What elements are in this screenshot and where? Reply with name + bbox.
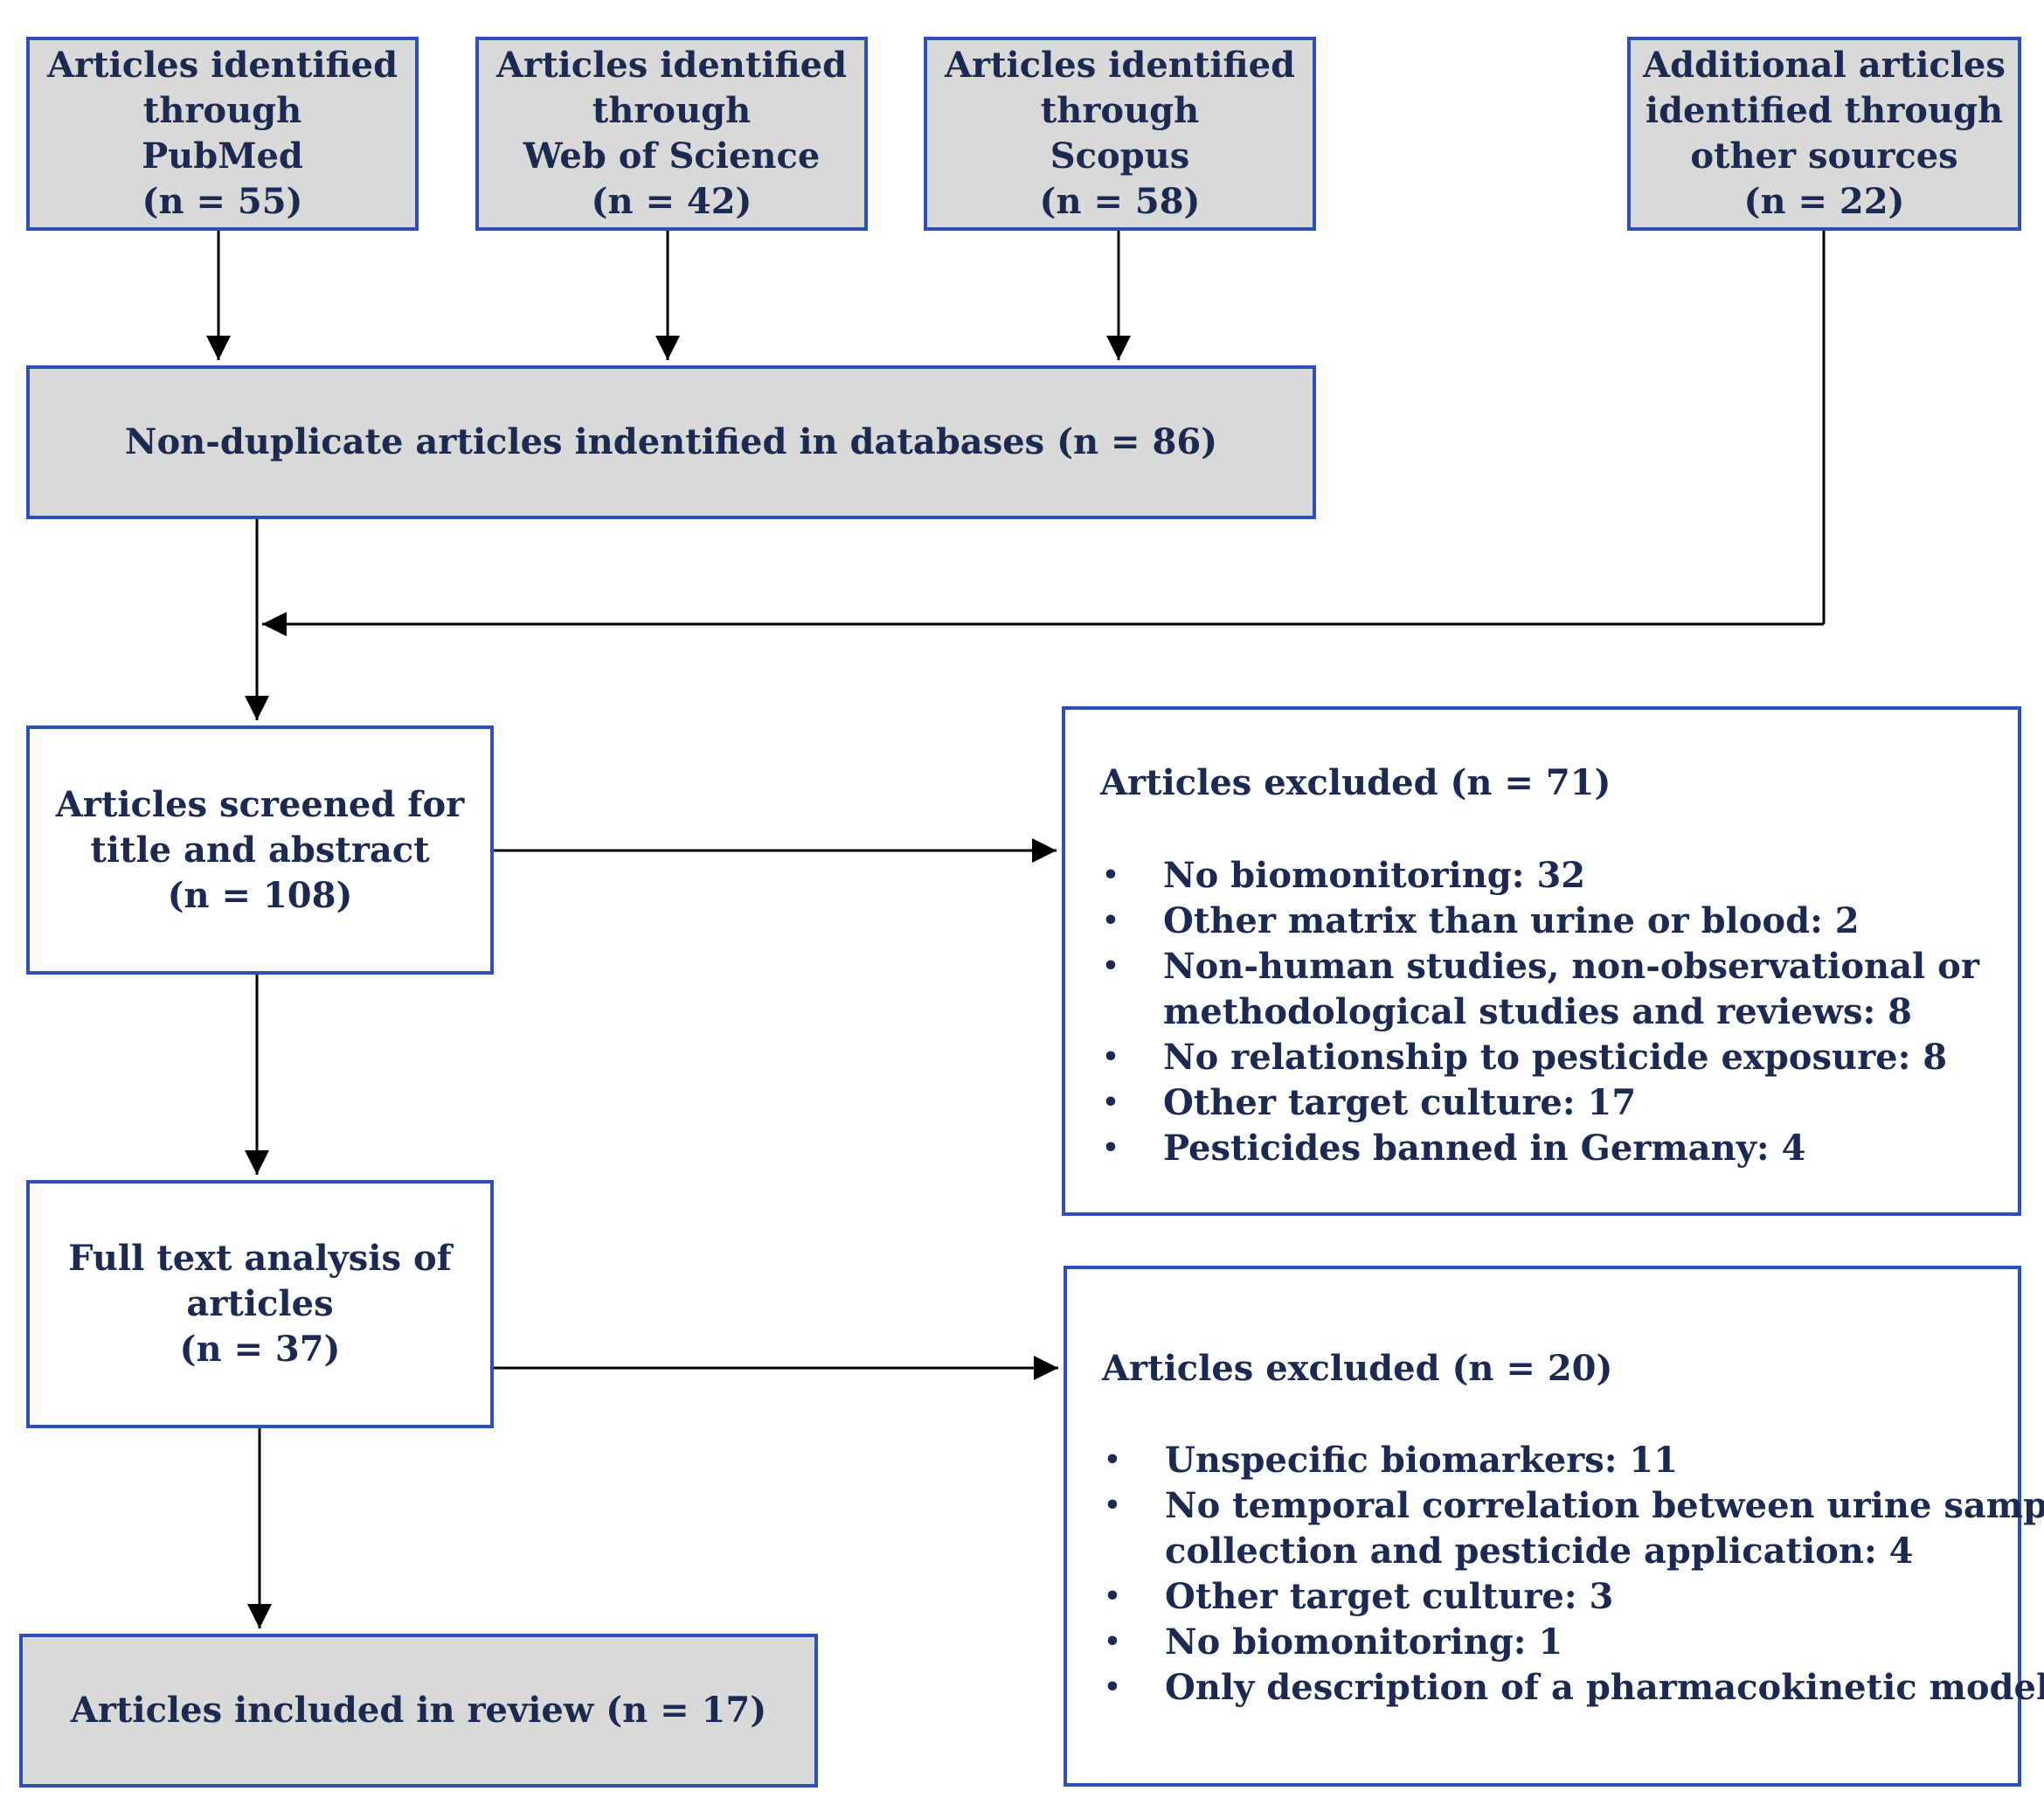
excluded-box-screening: Articles excluded (n = 71) • No biomonito… xyxy=(1062,706,2021,1216)
excluded-box-full-text: Articles excluded (n = 20) • Unspecific b… xyxy=(1064,1266,2044,1787)
bullet-icon: • xyxy=(1104,1672,1121,1703)
box-line: PubMed xyxy=(142,135,303,177)
box-line: through xyxy=(142,90,302,131)
scopus-source-box: Articles identified through Scopus (n = … xyxy=(924,37,1316,231)
list-item-text: Other target culture: 17 xyxy=(1163,1082,1637,1123)
list-item: • No biomonitoring: 1 xyxy=(1104,1620,2044,1665)
bullet-icon: • xyxy=(1104,1490,1121,1521)
box-line: (n = 58) xyxy=(1039,181,1201,222)
list-item-text: No biomonitoring: 32 xyxy=(1163,855,1586,896)
list-item-text: Other matrix than urine or blood: 2 xyxy=(1163,900,1860,941)
box-line: Articles screened for xyxy=(55,783,465,825)
box-line: (n = 55) xyxy=(142,181,303,222)
list-item-text-continuation: collection and pesticide application: 4 xyxy=(1165,1531,1914,1572)
list-item-text: Non-human studies, non-observational or xyxy=(1163,946,1979,987)
screened-box: Articles screened for title and abstract… xyxy=(26,725,494,975)
box-line: Articles identified xyxy=(495,45,848,86)
box-line: identified through xyxy=(1645,90,2004,131)
bullet-icon: • xyxy=(1102,906,1119,936)
included-label: Articles included in review (n = 17) xyxy=(70,1690,767,1731)
list-item: • Only description of a pharmacokinetic m… xyxy=(1104,1665,2044,1711)
box-line: through xyxy=(1040,90,1200,131)
list-item: • Other matrix than urine or blood: 2 xyxy=(1102,899,1979,944)
exclusion-reasons-list: • No biomonitoring: 32 • Other matrix than… xyxy=(1102,853,1979,1171)
box-line: (n = 37) xyxy=(179,1329,341,1370)
web-of-science-source-box: Articles identified through Web of Scien… xyxy=(475,37,868,231)
box-line: other sources xyxy=(1690,135,1958,177)
other-sources-box: Additional articles identified through o… xyxy=(1627,37,2021,231)
bullet-icon: • xyxy=(1102,1087,1119,1118)
bullet-icon: • xyxy=(1104,1445,1121,1475)
list-item: • No relationship to pesticide exposure: … xyxy=(1102,1035,1979,1080)
non-duplicate-label: Non-duplicate articles indentified in da… xyxy=(124,421,1218,462)
box-line: Full text analysis of xyxy=(68,1238,452,1279)
non-duplicate-box: Non-duplicate articles indentified in da… xyxy=(26,365,1316,519)
bullet-icon: • xyxy=(1102,860,1119,891)
list-item: • Unspecific biomarkers: 11 xyxy=(1104,1438,2044,1483)
bullet-icon: • xyxy=(1104,1627,1121,1657)
bullet-icon: • xyxy=(1102,951,1119,982)
list-item-text: Other target culture: 3 xyxy=(1165,1576,1614,1617)
bullet-icon: • xyxy=(1102,1042,1119,1073)
list-item: • Other target culture: 3 xyxy=(1104,1574,2044,1620)
exclusion-reasons-list: • Unspecific biomarkers: 11 • No temporal … xyxy=(1104,1438,2044,1711)
bullet-icon: • xyxy=(1102,1133,1119,1163)
box-line: (n = 42) xyxy=(591,181,752,222)
box-line: Web of Science xyxy=(523,135,821,177)
box-line: Scopus xyxy=(1050,135,1190,177)
box-line: (n = 108) xyxy=(167,874,353,916)
list-item: • Other target culture: 17 xyxy=(1102,1080,1979,1126)
box-line: Additional articles xyxy=(1643,45,2006,86)
list-item-text: Only description of a pharmacokinetic mo… xyxy=(1165,1667,2044,1708)
list-item: • No biomonitoring: 32 xyxy=(1102,853,1979,899)
list-item-text: No relationship to pesticide exposure: 8 xyxy=(1163,1037,1948,1078)
list-item-text: Pesticides banned in Germany: 4 xyxy=(1163,1128,1806,1169)
box-line: Articles identified xyxy=(944,45,1296,86)
included-box: Articles included in review (n = 17) xyxy=(19,1634,818,1788)
list-item-text-continuation: methodological studies and reviews: 8 xyxy=(1163,991,1913,1032)
full-text-box: Full text analysis of articles (n = 37) xyxy=(26,1180,494,1428)
list-item-text: No biomonitoring: 1 xyxy=(1165,1621,1563,1663)
box-line: (n = 22) xyxy=(1743,181,1905,222)
box-line: title and abstract xyxy=(90,829,430,871)
box-line: through xyxy=(592,90,752,131)
excluded-title: Articles excluded (n = 20) xyxy=(1102,1348,1613,1389)
list-item-text: Unspecific biomarkers: 11 xyxy=(1165,1440,1679,1481)
list-item: • Pesticides banned in Germany: 4 xyxy=(1102,1126,1979,1171)
excluded-title: Articles excluded (n = 71) xyxy=(1100,762,1611,803)
box-line: Articles identified xyxy=(46,45,398,86)
pubmed-source-box: Articles identified through PubMed (n = … xyxy=(26,37,419,231)
list-item: • Non-human studies, non-observational or… xyxy=(1102,944,1979,1035)
list-item-text: No temporal correlation between urine sa… xyxy=(1165,1485,2044,1526)
box-line: articles xyxy=(186,1283,334,1324)
bullet-icon: • xyxy=(1104,1581,1121,1612)
list-item: • No temporal correlation between urine s… xyxy=(1104,1483,2044,1574)
